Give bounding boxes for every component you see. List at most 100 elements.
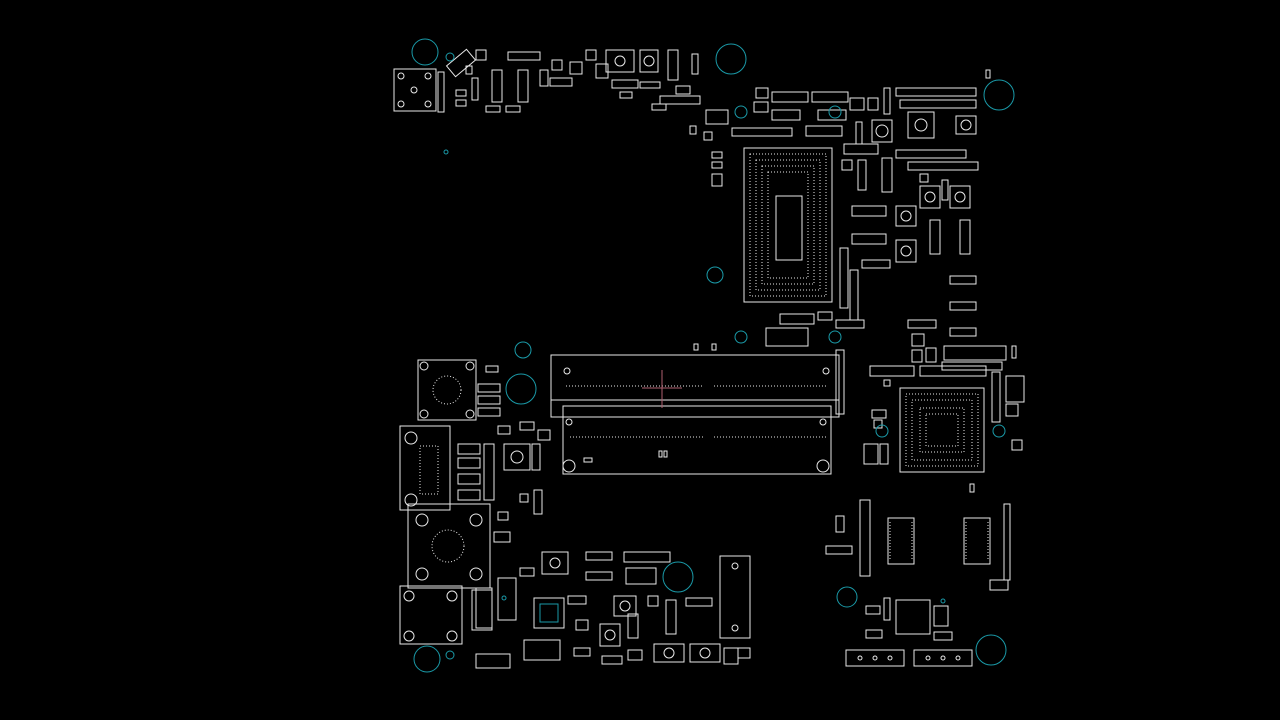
ic-footprint[interactable] bbox=[907, 111, 935, 139]
header-connector[interactable] bbox=[845, 649, 905, 667]
smd-part bbox=[485, 105, 501, 113]
header-connector[interactable] bbox=[913, 649, 973, 667]
component-outline bbox=[900, 245, 912, 257]
smd-part bbox=[569, 61, 583, 75]
component-outline bbox=[457, 473, 481, 485]
component-outline bbox=[485, 365, 499, 373]
component-outline bbox=[471, 589, 493, 631]
component-outline bbox=[477, 395, 501, 405]
ic-footprint[interactable] bbox=[1005, 375, 1025, 403]
ic-footprint[interactable] bbox=[599, 623, 621, 647]
soic-ic-footprint[interactable] bbox=[963, 517, 991, 565]
ic-footprint[interactable] bbox=[639, 49, 659, 73]
ic-footprint[interactable] bbox=[605, 49, 635, 73]
ic-footprint[interactable] bbox=[895, 239, 917, 263]
component-outline bbox=[941, 179, 949, 201]
usb-port-footprint[interactable] bbox=[417, 359, 477, 421]
component-outline bbox=[1005, 403, 1019, 417]
chipset-outline bbox=[899, 387, 985, 473]
component-outline bbox=[604, 629, 616, 641]
component-outline bbox=[919, 407, 965, 453]
cpu-bga-footprint[interactable] bbox=[743, 147, 833, 303]
component-outline bbox=[924, 191, 936, 203]
component-outline bbox=[825, 545, 853, 555]
left-io-connector-stack bbox=[399, 359, 551, 645]
smd-column bbox=[1003, 503, 1011, 581]
ic-footprint[interactable] bbox=[613, 595, 637, 617]
cpu-outline bbox=[743, 147, 833, 303]
smd-part bbox=[497, 577, 517, 621]
ic-footprint[interactable] bbox=[949, 185, 971, 209]
connector-footprint[interactable] bbox=[719, 555, 751, 639]
center-crosshair bbox=[642, 370, 682, 408]
ic-footprint[interactable] bbox=[653, 643, 685, 663]
ethernet-port-footprint[interactable] bbox=[399, 425, 451, 511]
ic-footprint[interactable] bbox=[871, 119, 893, 143]
memory-slot-lower[interactable] bbox=[562, 405, 832, 475]
ic-footprint[interactable] bbox=[955, 115, 977, 135]
soic-ic-footprint[interactable] bbox=[887, 517, 915, 565]
mounting-hole bbox=[662, 561, 694, 593]
smd-row bbox=[895, 149, 967, 159]
component-outline bbox=[497, 425, 511, 435]
component-outline bbox=[861, 259, 891, 269]
audio-port-footprint[interactable] bbox=[399, 585, 463, 645]
component-outline bbox=[755, 159, 821, 291]
component-outline bbox=[601, 655, 623, 665]
bottom-center-component-cluster bbox=[475, 551, 751, 669]
component-outline bbox=[875, 124, 889, 138]
component-outline bbox=[883, 597, 891, 621]
component-outline bbox=[925, 655, 931, 661]
component-outline bbox=[855, 121, 863, 145]
smd-part bbox=[475, 49, 487, 61]
component-outline bbox=[900, 210, 912, 222]
ic-footprint[interactable] bbox=[503, 443, 531, 471]
power-jack-pin bbox=[424, 100, 432, 108]
component-outline bbox=[841, 159, 853, 171]
smd-part bbox=[651, 103, 667, 111]
power-jack-footprint[interactable] bbox=[393, 68, 437, 112]
smd-row bbox=[943, 345, 1007, 361]
component-outline bbox=[857, 159, 867, 191]
header-connector[interactable] bbox=[523, 639, 561, 661]
mounting-hole bbox=[983, 79, 1015, 111]
component-outline bbox=[573, 647, 591, 657]
component-outline bbox=[469, 513, 483, 527]
header-connector[interactable] bbox=[475, 653, 511, 669]
smd-part bbox=[667, 49, 679, 81]
qfn-ic-footprint[interactable] bbox=[895, 599, 931, 635]
connector-footprint[interactable] bbox=[765, 327, 809, 347]
inductor-footprint bbox=[929, 219, 941, 255]
component-outline bbox=[723, 647, 739, 665]
ic-footprint[interactable] bbox=[895, 205, 917, 227]
component-outline bbox=[693, 343, 699, 351]
component-outline bbox=[689, 125, 697, 135]
smd-row bbox=[895, 87, 977, 97]
ic-footprint[interactable] bbox=[541, 551, 569, 575]
memory-slot-upper[interactable] bbox=[550, 349, 845, 418]
smd-part bbox=[863, 443, 879, 465]
component-outline bbox=[549, 557, 561, 569]
component-outline bbox=[907, 319, 937, 329]
chipset-bga-footprint[interactable] bbox=[899, 387, 985, 473]
component-outline bbox=[883, 87, 891, 115]
mounting-hole bbox=[706, 266, 724, 284]
center-component-cluster bbox=[693, 313, 815, 351]
component-outline bbox=[415, 513, 429, 527]
ic-footprint[interactable] bbox=[689, 643, 721, 663]
fpc-connector[interactable] bbox=[445, 48, 477, 78]
mounting-hole bbox=[411, 38, 439, 66]
mounting-hole bbox=[505, 373, 537, 405]
usb-dual-port-footprint[interactable] bbox=[407, 503, 491, 589]
ic-footprint[interactable] bbox=[919, 185, 941, 209]
smd-column bbox=[859, 499, 871, 577]
component-outline bbox=[711, 343, 717, 351]
component-outline bbox=[531, 443, 541, 471]
smd-part bbox=[691, 53, 699, 75]
smd-row bbox=[805, 125, 843, 137]
component-outline bbox=[835, 515, 845, 533]
power-jack-pin bbox=[397, 72, 405, 80]
component-outline bbox=[925, 347, 937, 363]
qfn-ic-footprint[interactable] bbox=[533, 597, 565, 629]
